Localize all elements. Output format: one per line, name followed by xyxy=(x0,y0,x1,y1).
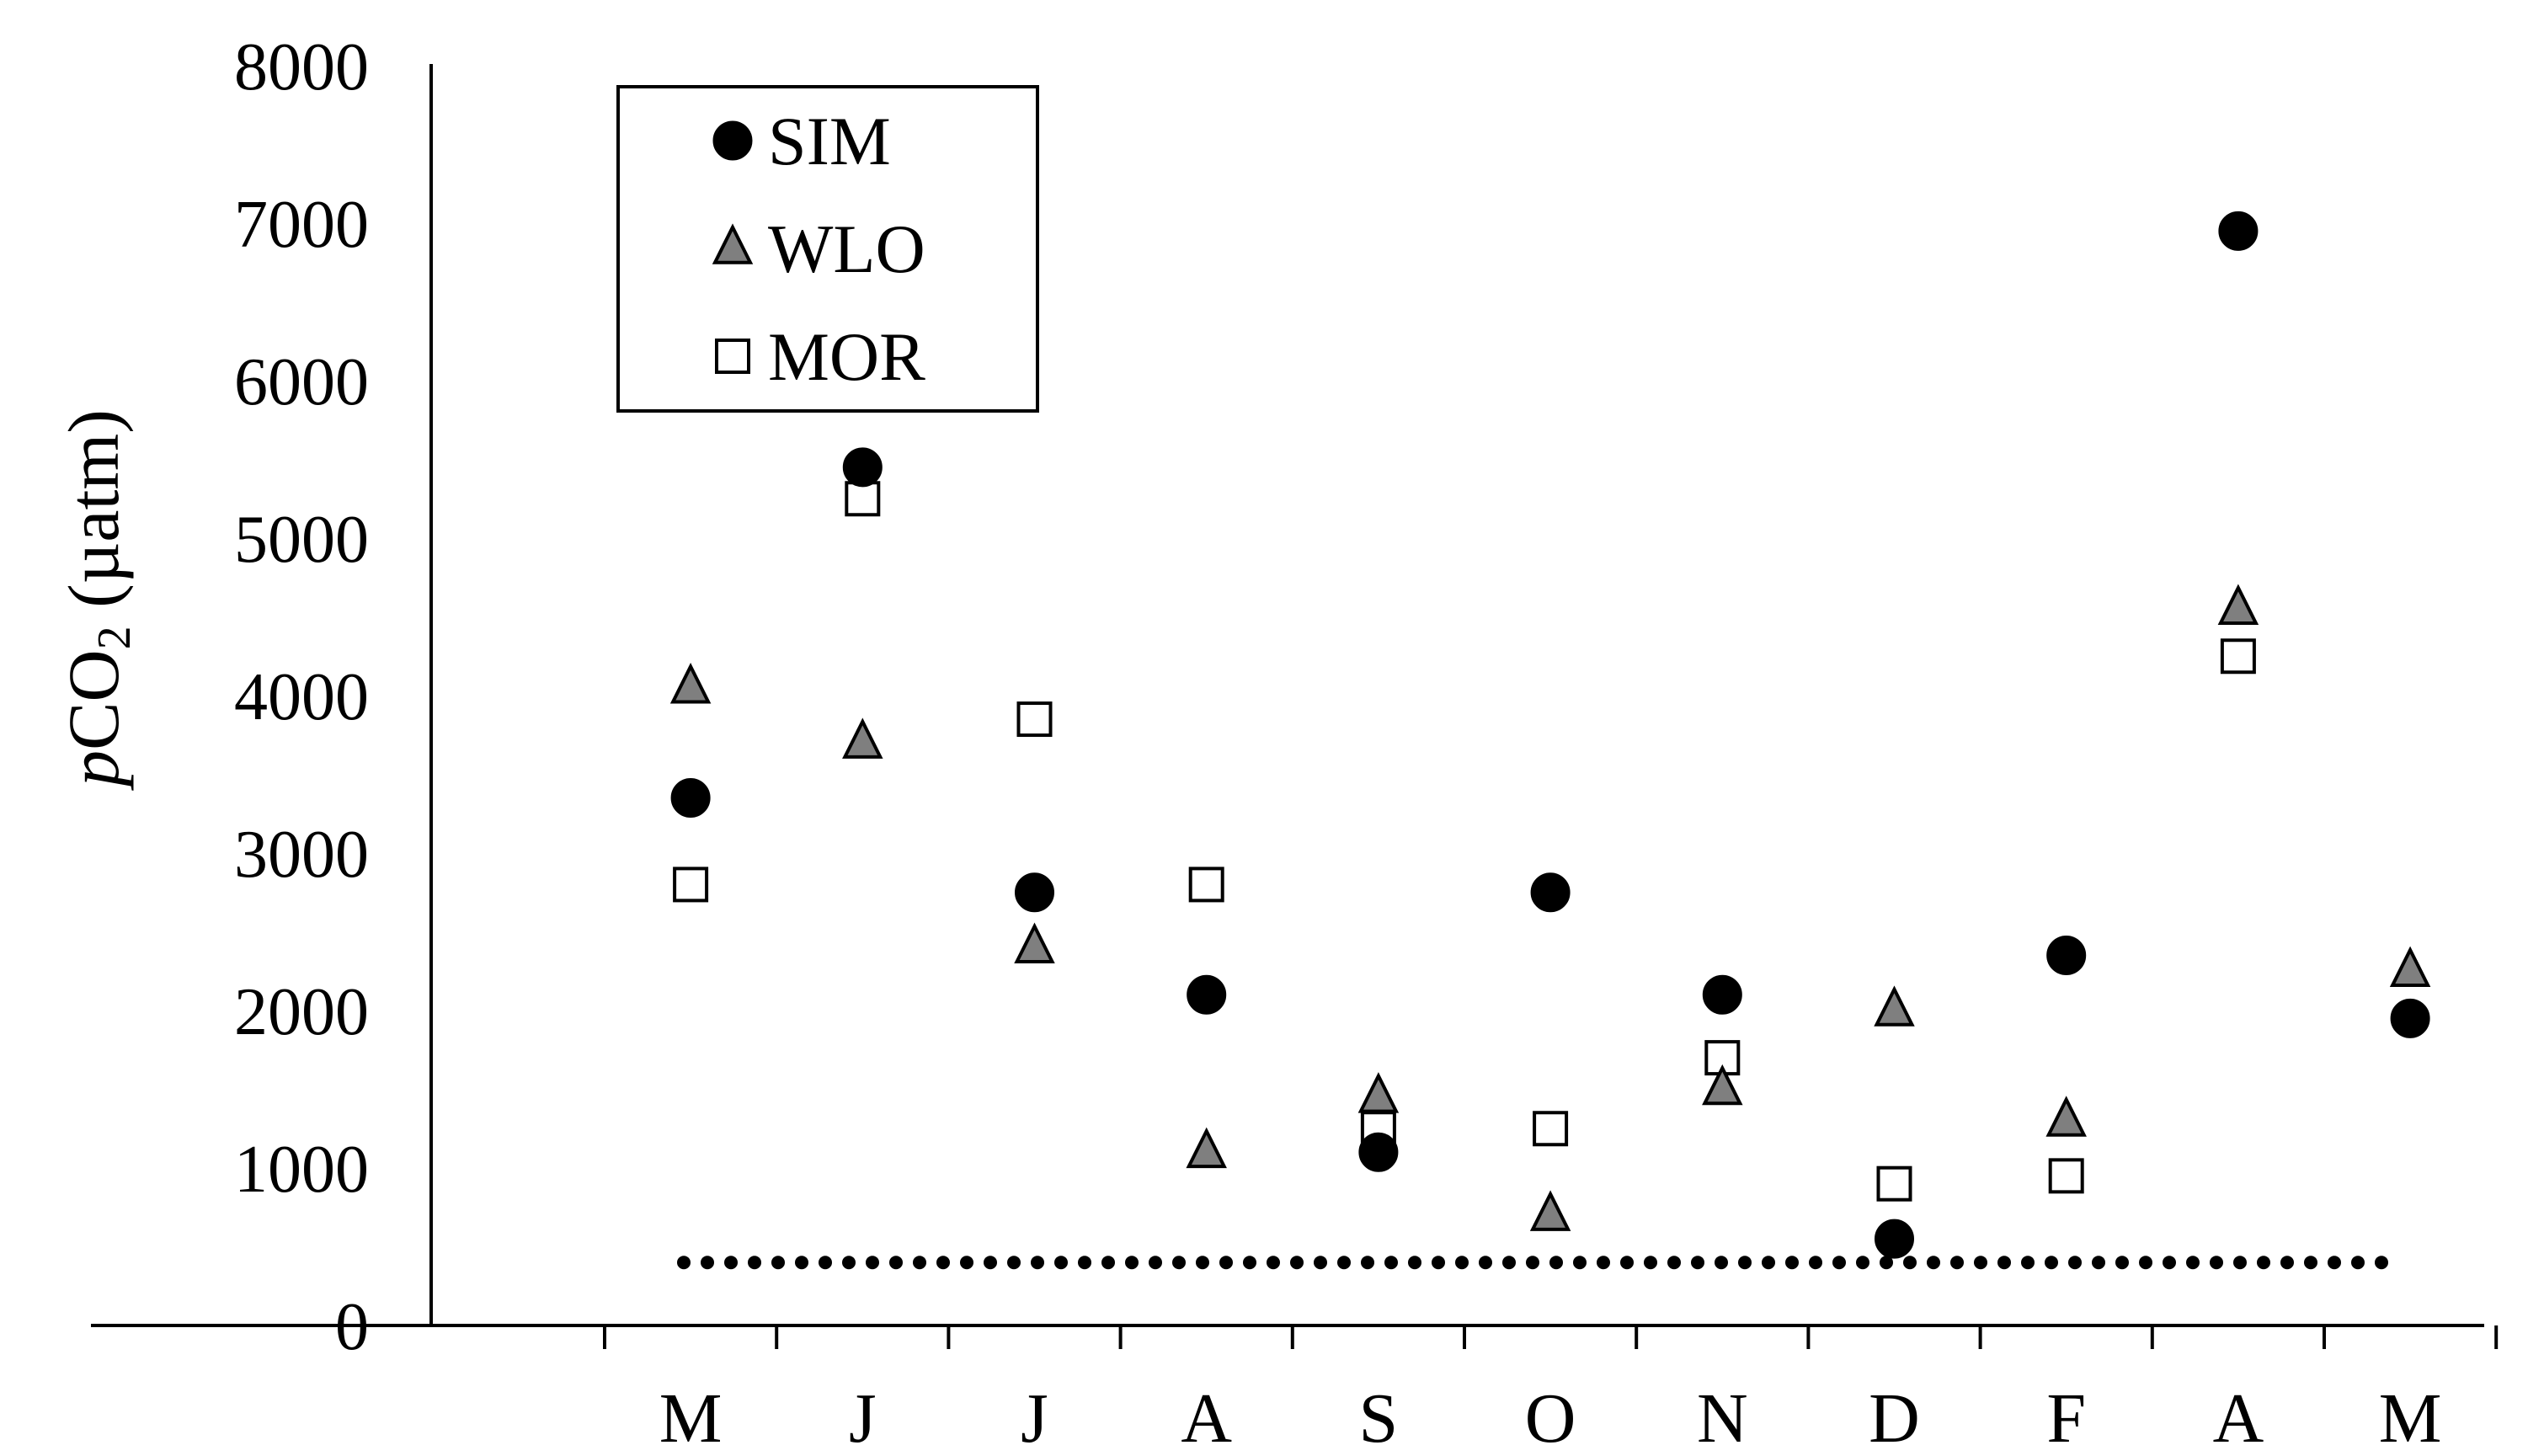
data-point-wlo xyxy=(1357,1072,1400,1113)
data-point-sim xyxy=(1015,872,1054,913)
data-point-mor xyxy=(2220,638,2256,675)
legend-label-wlo: WLO xyxy=(768,211,925,287)
x-tick-label: D xyxy=(1869,1379,1920,1456)
data-point-wlo xyxy=(1529,1190,1571,1231)
data-point-sim xyxy=(1530,872,1571,913)
data-point-sim xyxy=(1358,1132,1399,1172)
data-point-wlo xyxy=(669,662,712,704)
x-tick-label: A xyxy=(1181,1379,1232,1456)
data-point-sim xyxy=(2218,211,2259,251)
y-tick-label: 6000 xyxy=(234,345,369,419)
data-point-wlo xyxy=(1014,922,1055,963)
y-tick-label: 4000 xyxy=(234,660,369,734)
data-point-mor xyxy=(673,867,709,903)
x-tick-label: F xyxy=(2046,1379,2086,1456)
y-tick-label: 2000 xyxy=(234,975,369,1049)
y-tick-label: 7000 xyxy=(234,188,369,262)
y-axis-label-italic: p xyxy=(53,750,134,792)
data-point-wlo xyxy=(1874,985,1915,1027)
x-tick-label: A xyxy=(2213,1379,2264,1456)
data-point-sim xyxy=(1187,974,1227,1015)
legend-marker-mor xyxy=(715,339,750,374)
legend: SIM WLO MOR xyxy=(616,85,1039,413)
data-point-wlo xyxy=(1186,1127,1227,1169)
data-point-sim xyxy=(2046,936,2087,976)
x-tick-label: M xyxy=(659,1379,723,1456)
y-axis-label-subscript: 2 xyxy=(88,626,141,649)
data-point-mor xyxy=(1188,867,1224,903)
data-point-mor xyxy=(845,481,881,517)
y-tick-label: 8000 xyxy=(234,30,369,104)
y-tick-label: 0 xyxy=(335,1290,369,1364)
data-point-wlo xyxy=(2217,584,2259,625)
x-tick-label: J xyxy=(1021,1379,1048,1456)
data-point-mor xyxy=(1533,1111,1569,1147)
data-point-wlo xyxy=(1702,1064,1743,1106)
y-tick-label: 5000 xyxy=(234,503,369,577)
x-tick-label: N xyxy=(1697,1379,1748,1456)
data-point-wlo xyxy=(842,717,883,759)
legend-items: SIM WLO MOR xyxy=(712,103,925,395)
legend-box xyxy=(616,85,1039,413)
x-tick-label: S xyxy=(1359,1379,1399,1456)
y-tick-label: 1000 xyxy=(234,1133,369,1207)
legend-marker-sim xyxy=(712,120,753,161)
data-point-sim xyxy=(2390,998,2430,1038)
series-mor xyxy=(673,481,2256,1202)
data-point-sim xyxy=(1875,1219,1914,1259)
data-point-mor xyxy=(1876,1165,1912,1202)
x-tick-label: J xyxy=(849,1379,877,1456)
x-tick-label: M xyxy=(2379,1379,2442,1456)
data-point-mor xyxy=(1016,701,1053,738)
legend-marker-wlo xyxy=(712,223,754,264)
data-point-sim xyxy=(1702,974,1742,1015)
data-point-wlo xyxy=(2045,1096,2087,1137)
legend-label-mor: MOR xyxy=(768,318,925,395)
data-point-mor xyxy=(2048,1158,2084,1194)
legend-label-sim: SIM xyxy=(768,103,891,179)
y-axis-label: pCO2 (µatm) xyxy=(53,409,141,792)
data-point-sim xyxy=(842,447,883,488)
y-axis-label-main: CO xyxy=(53,649,134,749)
series-wlo xyxy=(669,584,2431,1231)
x-tick-label: O xyxy=(1525,1379,1576,1456)
data-point-sim xyxy=(670,778,711,819)
data-points xyxy=(669,211,2431,1259)
y-axis-label-unit: (µatm) xyxy=(53,409,134,626)
series-sim xyxy=(670,211,2430,1259)
y-tick-labels: 0 1000 2000 3000 4000 5000 6000 7000 8000 xyxy=(234,30,369,1364)
x-tick-marks xyxy=(603,1325,2499,1349)
y-tick-label: 3000 xyxy=(234,818,369,892)
data-point-wlo xyxy=(2389,946,2431,988)
